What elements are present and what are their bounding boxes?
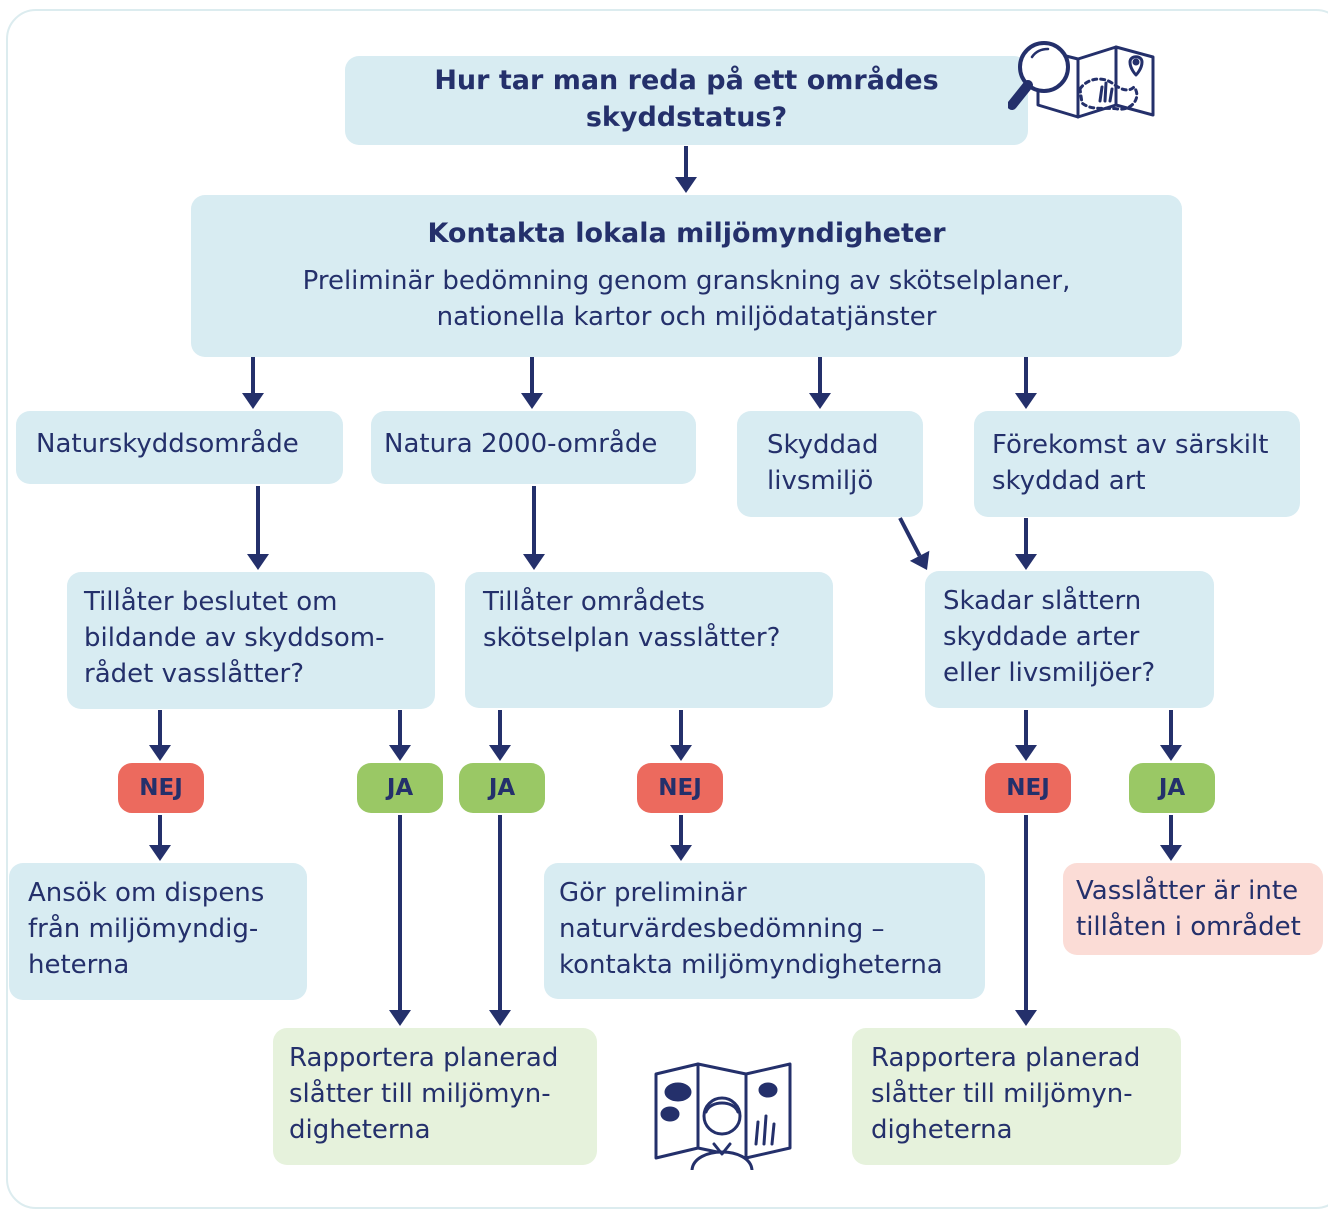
report-mowing-node-right: Rapportera planerad slåtter till miljömy… xyxy=(852,1028,1181,1165)
contact-authorities-node: Kontakta lokala miljömyndigheter Prelimi… xyxy=(191,195,1182,357)
connector-arrow xyxy=(1160,710,1182,761)
title-node: Hur tar man reda på ett områdes skyddsta… xyxy=(345,56,1028,145)
connector-arrow xyxy=(1015,815,1037,1026)
apply-dispensation-node: Ansök om dispens från miljömyndig- heter… xyxy=(9,863,307,1000)
contact-line: Preliminär bedömning genom granskning av… xyxy=(302,266,1071,296)
connector-arrow xyxy=(521,357,543,409)
connector-arrow xyxy=(1015,357,1037,409)
connector-arrow xyxy=(489,815,511,1026)
person-map-icon xyxy=(654,1062,792,1170)
protected-species-label: skyddad art xyxy=(992,466,1146,496)
title-line: Hur tar man reda på ett områdes xyxy=(434,65,939,96)
nature-value-assessment-node: Gör preliminär naturvärdesbedömning – ko… xyxy=(544,863,985,999)
harm-question: Skadar slåttern skyddade arter eller liv… xyxy=(925,571,1214,708)
yes-badge: JA xyxy=(357,763,443,813)
protected-species-node: Förekomst av särskilt skyddad art xyxy=(974,411,1300,517)
connector-arrow xyxy=(389,815,411,1026)
connector-arrow xyxy=(670,815,692,861)
protected-habitat-node: Skyddad livsmiljö xyxy=(737,411,923,517)
outcome-line: tillåten i området xyxy=(1076,912,1301,942)
nature-reserve-label: Naturskyddsområde xyxy=(36,429,299,459)
question-line: Tillåter områdets xyxy=(483,587,705,617)
protected-habitat-label: Skyddad xyxy=(767,430,879,460)
connector-arrow xyxy=(670,710,692,761)
outcome-line: Rapportera planerad xyxy=(871,1043,1141,1073)
no-badge: NEJ xyxy=(118,763,204,813)
yes-badge: JA xyxy=(1129,763,1215,813)
protected-species-label: Förekomst av särskilt xyxy=(992,430,1269,460)
connector-arrow xyxy=(898,517,930,570)
contact-heading: Kontakta lokala miljömyndigheter xyxy=(427,218,946,249)
reserve-decision-question: Tillåter beslutet om bildande av skyddso… xyxy=(67,572,435,709)
outcome-line: digheterna xyxy=(871,1115,1013,1145)
outcome-line: från miljömyndig- xyxy=(28,914,259,944)
no-badge: NEJ xyxy=(637,763,723,813)
yes-badge: JA xyxy=(459,763,545,813)
connector-arrow xyxy=(149,710,171,761)
contact-line: nationella kartor och miljödatatjänster xyxy=(436,302,937,332)
connector-arrow xyxy=(523,486,545,570)
question-line: Skadar slåttern xyxy=(943,586,1142,616)
connector-arrow xyxy=(242,357,264,409)
outcome-line: Rapportera planerad xyxy=(289,1043,559,1073)
outcome-line: naturvärdesbedömning – xyxy=(559,914,885,944)
outcome-line: kontakta miljömyndigheterna xyxy=(559,950,943,980)
connector-arrow xyxy=(149,815,171,861)
question-line: skyddade arter xyxy=(943,622,1140,652)
natura2000-label: Natura 2000-område xyxy=(384,429,658,459)
outcome-line: Ansök om dispens xyxy=(28,878,265,908)
not-allowed-node: Vasslåtter är inte tillåten i området xyxy=(1063,863,1323,955)
title-line: skyddstatus? xyxy=(585,102,788,133)
question-line: skötselplan vasslåtter? xyxy=(483,623,781,653)
management-plan-question: Tillåter områdets skötselplan vasslåtter… xyxy=(465,572,833,708)
connector-arrow xyxy=(247,486,269,570)
question-line: rådet vasslåtter? xyxy=(84,659,305,689)
question-line: bildande av skyddsom- xyxy=(84,623,385,653)
connector-arrow xyxy=(1015,518,1037,570)
outcome-line: Vasslåtter är inte xyxy=(1076,876,1299,906)
outcome-line: slåtter till miljömyn- xyxy=(871,1079,1133,1109)
connector-arrow xyxy=(389,710,411,761)
connector-arrow xyxy=(1160,815,1182,861)
outcome-line: slåtter till miljömyn- xyxy=(289,1079,551,1109)
magnifier-map-icon xyxy=(1008,41,1155,119)
outcome-line: digheterna xyxy=(289,1115,431,1145)
outcome-line: heterna xyxy=(28,950,130,980)
natura2000-node: Natura 2000-område xyxy=(371,411,696,484)
question-line: eller livsmiljöer? xyxy=(943,658,1156,688)
question-line: Tillåter beslutet om xyxy=(84,587,338,617)
outcome-line: Gör preliminär xyxy=(559,878,747,908)
connector-arrow xyxy=(675,146,697,193)
nature-reserve-node: Naturskyddsområde xyxy=(16,411,343,484)
no-badge: NEJ xyxy=(985,763,1071,813)
report-mowing-node-left: Rapportera planerad slåtter till miljömy… xyxy=(273,1028,597,1165)
connector-arrow xyxy=(1015,710,1037,761)
protected-habitat-label: livsmiljö xyxy=(767,466,874,496)
connector-arrow xyxy=(809,357,831,409)
connector-arrow xyxy=(489,710,511,761)
